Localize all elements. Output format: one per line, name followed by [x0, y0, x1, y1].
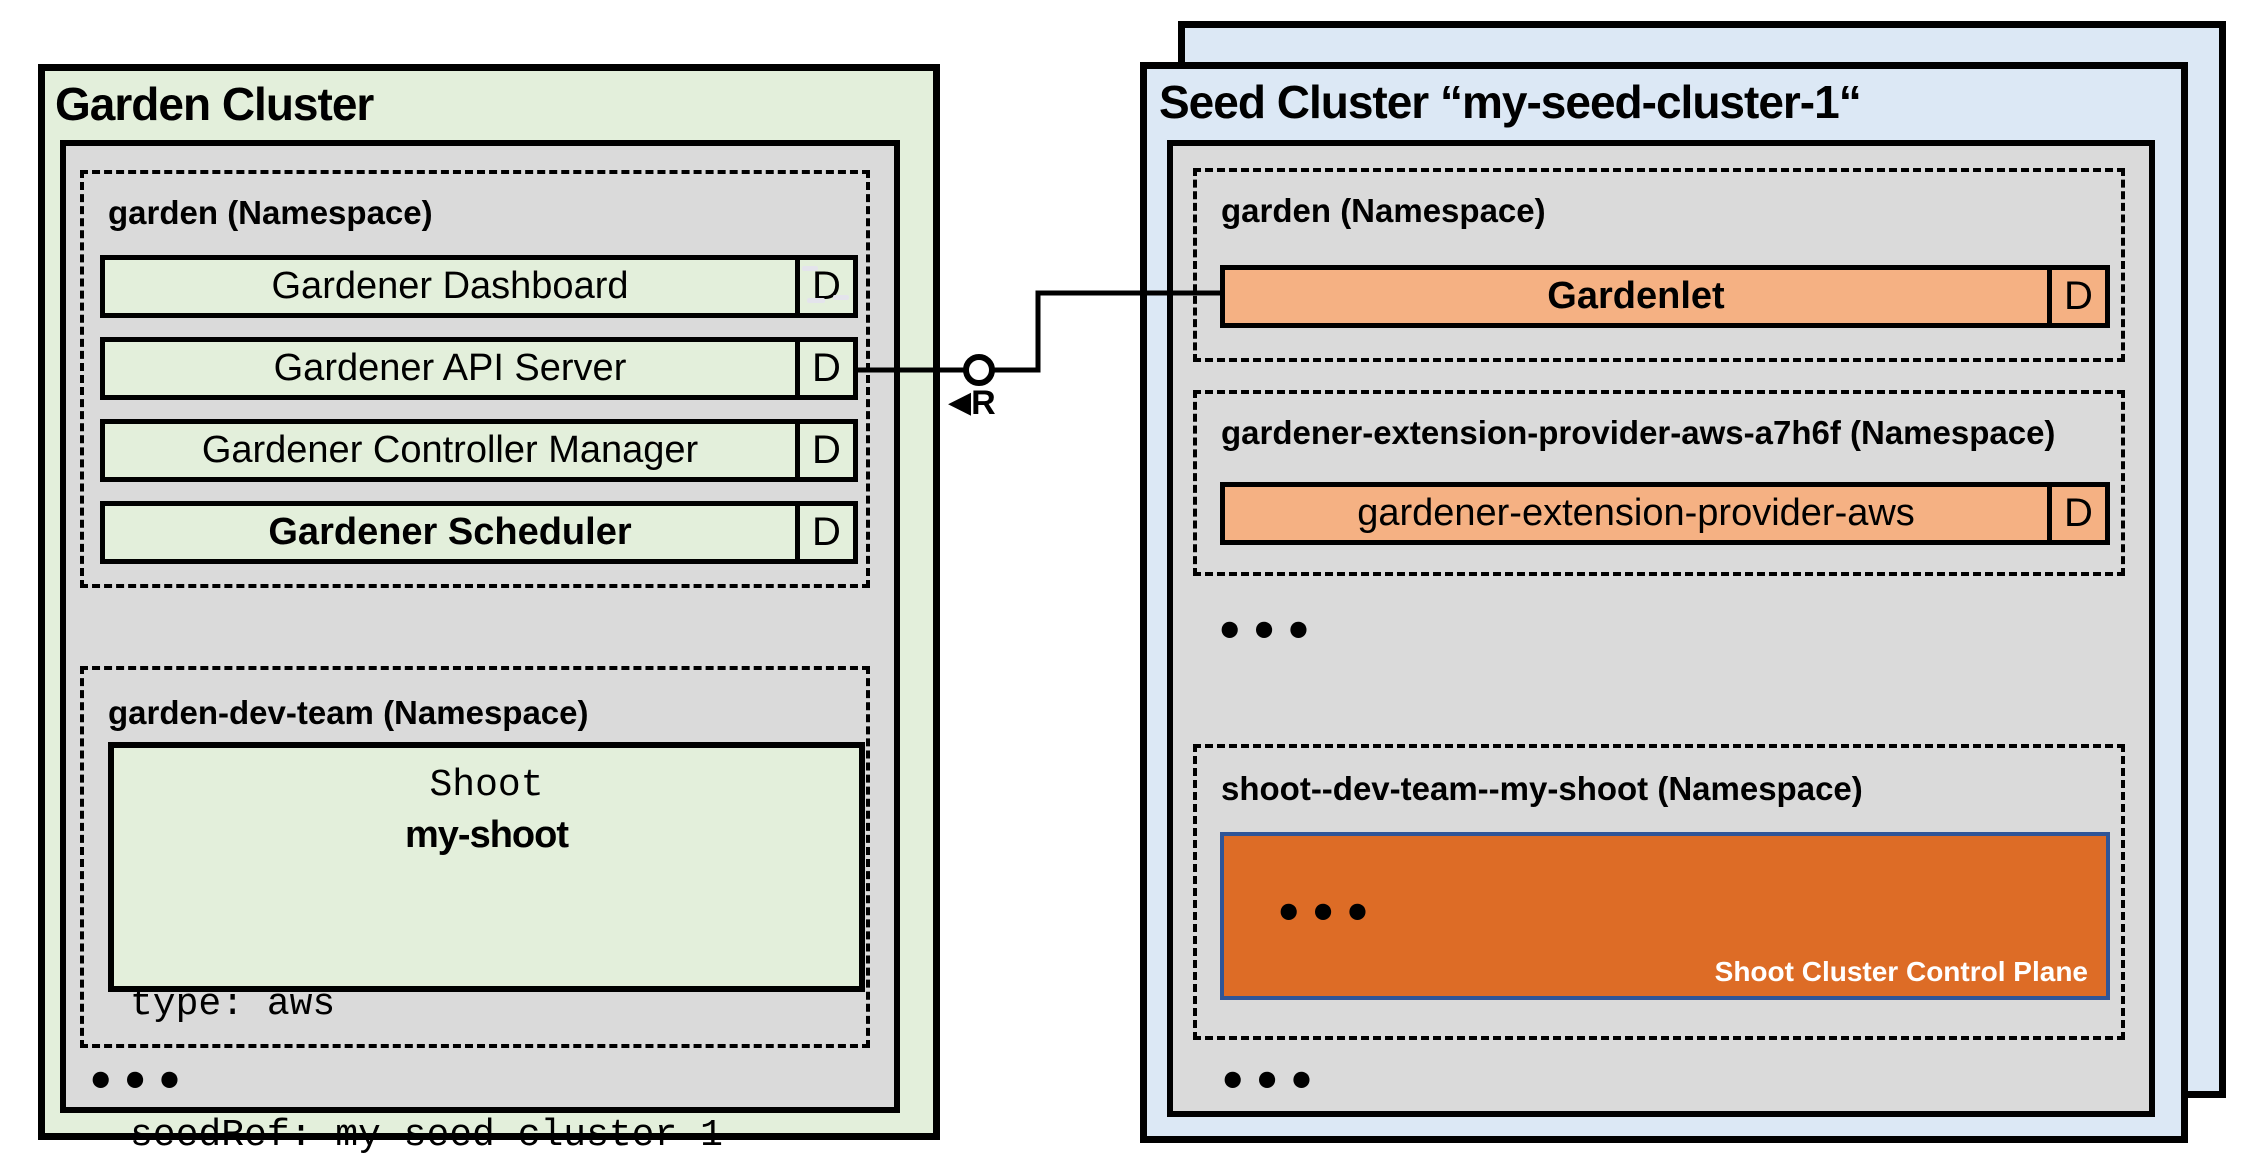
namespace-shoot-dev-team-my-shoot: shoot--dev-team--my-shoot (Namespace) ••… [1193, 744, 2125, 1040]
reconcile-arrow-icon: ◀ [948, 385, 972, 420]
ellipsis-icon: ••• [1218, 1054, 1322, 1108]
gardenlet-label: Gardenlet [1547, 275, 1725, 317]
shoot-control-plane-box: ••• Shoot Cluster Control Plane [1220, 832, 2110, 1000]
d-badge: D [2047, 487, 2105, 540]
shoot-name: my-shoot [405, 814, 569, 856]
namespace-garden-label: garden (Namespace) [108, 194, 433, 231]
ellipsis-icon: ••• [1215, 604, 1319, 658]
namespace-garden-dev-team: garden-dev-team (Namespace) Shoot my-sho… [80, 666, 870, 1157]
garden-cluster-inner-box: garden (Namespace) Gardener Dashboard D … [60, 140, 900, 1157]
shoot-spec-type: type: aws [130, 983, 336, 1027]
ellipsis-icon: ••• [86, 1054, 190, 1108]
artifact-mark [833, 295, 849, 300]
reconcile-label: R [971, 384, 996, 422]
reconcile-marker: ◀R [948, 386, 996, 420]
seed-cluster-title: Seed Cluster “my-seed-cluster-1“ [1159, 76, 1862, 128]
d-badge: D [795, 506, 853, 559]
gardener-api-server-label: Gardener API Server [273, 347, 627, 389]
namespace-garden-seed: garden (Namespace) Gardenlet D [1193, 168, 2125, 362]
row-gardener-api-server: Gardener API Server D [100, 337, 858, 400]
namespace-shoot-dev-team-my-shoot-label: shoot--dev-team--my-shoot (Namespace) [1221, 770, 1863, 807]
artifact-mark [802, 266, 818, 271]
row-gardener-scheduler: Gardener Scheduler D [100, 501, 858, 564]
seed-cluster-inner-box: garden (Namespace) Gardenlet D gardener-… [1167, 140, 2155, 1117]
d-badge: D [795, 424, 853, 477]
d-badge: D [795, 342, 853, 395]
shoot-control-plane-caption: Shoot Cluster Control Plane [1714, 956, 2088, 987]
connector-circle-icon [963, 354, 995, 386]
namespace-garden: garden (Namespace) Gardener Dashboard D … [80, 170, 870, 588]
shoot-spec: type: aws seedRef: my-seed-cluster-1 [130, 896, 723, 1174]
namespace-extension-provider-aws-label: gardener-extension-provider-aws-a7h6f (N… [1221, 414, 2056, 451]
row-gardener-dashboard: Gardener Dashboard D [100, 255, 858, 318]
shoot-resource-card: Shoot my-shoot type: aws seedRef: my-see… [108, 742, 865, 1157]
d-badge: D [2047, 270, 2105, 323]
gardener-controller-manager-label: Gardener Controller Manager [201, 429, 699, 471]
row-gardener-extension-provider-aws: gardener-extension-provider-aws D [1220, 482, 2110, 545]
gardener-scheduler-label: Gardener Scheduler [268, 511, 632, 553]
shoot-kind: Shoot [429, 764, 544, 807]
row-gardener-controller-manager: Gardener Controller Manager D [100, 419, 858, 482]
gardener-dashboard-label: Gardener Dashboard [271, 265, 629, 307]
namespace-extension-provider-aws: gardener-extension-provider-aws-a7h6f (N… [1193, 390, 2125, 576]
row-gardenlet: Gardenlet D [1220, 265, 2110, 328]
gardener-extension-provider-aws-label: gardener-extension-provider-aws [1357, 492, 1915, 534]
garden-cluster-title: Garden Cluster [55, 78, 374, 130]
shoot-spec-seedref: seedRef: my-seed-cluster-1 [130, 1114, 723, 1158]
namespace-garden-seed-label: garden (Namespace) [1221, 192, 1546, 229]
artifact-mark [807, 298, 825, 303]
ellipsis-icon: ••• [1274, 886, 1378, 940]
namespace-garden-dev-team-label: garden-dev-team (Namespace) [108, 694, 589, 731]
